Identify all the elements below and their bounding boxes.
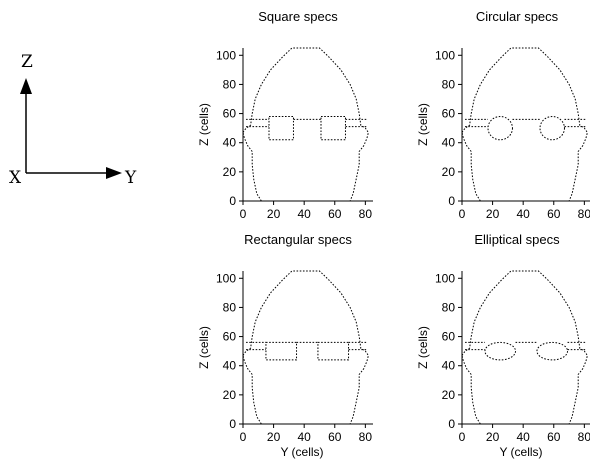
x-tick-label: 80 [578,207,590,221]
panel-title: Square specs [258,9,338,24]
x-tick-label: 60 [328,207,342,221]
panel-square: Square specs 0 20 40 60 80 100 0 20 40 60 80 Z (cell… [197,9,373,221]
x-tick-label: 0 [459,207,466,221]
x-tick-label: 20 [267,430,281,444]
y-tick-label: 80 [223,77,237,91]
y-tick-label: 0 [229,417,236,431]
x-tick-label: 60 [547,207,561,221]
x-tick-label: 0 [240,207,247,221]
x-tick-label: 40 [516,207,530,221]
y-axis-letter: Y [124,168,137,188]
y-tick-label: 20 [442,388,456,402]
y-tick-label: 0 [229,194,236,208]
panel-ellipse: Elliptical specs 0 20 40 60 80 100 0 20 40 60 80 Z (… [416,232,590,459]
panels: Square specs 0 20 40 60 80 100 0 20 40 60 80 Z (cell… [197,9,590,459]
y-tick-label: 80 [223,300,237,314]
y-axis-label: Z (cells) [416,103,430,146]
y-tick-label: 20 [223,165,237,179]
y-tick-label: 100 [435,271,455,285]
y-axis-label: Z (cells) [416,326,430,369]
y-tick-label: 60 [442,330,456,344]
lens [317,341,350,361]
head-outline [461,270,588,425]
y-tick-label: 20 [223,388,237,402]
lens [484,341,517,361]
x-tick-label: 40 [297,430,311,444]
y-tick-label: 60 [223,107,237,121]
x-tick-label: 60 [547,430,561,444]
y-tick-label: 40 [442,136,456,150]
y-tick-label: 20 [442,165,456,179]
head-outline [242,270,369,425]
x-axis-label: Y (cells) [280,445,323,459]
x-tick-label: 0 [240,430,247,444]
panel-title: Elliptical specs [474,232,560,247]
panel-rectangle: Rectangular specs 0 20 40 60 80 100 0 20 40 60 80 Z … [197,232,373,459]
x-tick-label: 20 [486,430,500,444]
y-tick-label: 60 [442,107,456,121]
y-axis-label: Z (cells) [197,103,211,146]
x-axis-letter: X [9,168,22,188]
lens [268,115,294,141]
y-tick-label: 60 [223,330,237,344]
y-tick-label: 40 [442,359,456,373]
y-tick-label: 40 [223,359,237,373]
head-outline [242,47,369,202]
panel-title: Rectangular specs [244,232,352,247]
x-tick-label: 0 [459,430,466,444]
x-tick-label: 40 [516,430,530,444]
y-axis-arrowhead [106,167,122,179]
x-tick-label: 80 [359,207,373,221]
lens [320,115,346,141]
panel-title: Circular specs [476,9,559,24]
x-axis-label: Y (cells) [499,445,542,459]
y-tick-label: 80 [442,300,456,314]
y-tick-label: 100 [216,48,236,62]
x-tick-label: 80 [578,430,590,444]
panel-circle: Circular specs 0 20 40 60 80 100 0 20 40 60 80 Z (ce… [416,9,590,221]
y-tick-label: 0 [448,194,455,208]
z-axis-arrowhead [20,78,32,94]
y-tick-label: 80 [442,77,456,91]
lens [539,115,565,141]
y-tick-label: 100 [435,48,455,62]
y-tick-label: 40 [223,136,237,150]
coordinate-axes: Z Y X [9,52,137,188]
x-tick-label: 60 [328,430,342,444]
x-tick-label: 20 [486,207,500,221]
x-tick-label: 40 [297,207,311,221]
lens [487,115,513,141]
head-outline [461,47,588,202]
x-tick-label: 20 [267,207,281,221]
x-tick-label: 80 [359,430,373,444]
lens [536,341,569,361]
y-axis-label: Z (cells) [197,326,211,369]
y-tick-label: 100 [216,271,236,285]
lens [265,341,298,361]
z-axis-letter: Z [21,52,33,72]
y-tick-label: 0 [448,417,455,431]
